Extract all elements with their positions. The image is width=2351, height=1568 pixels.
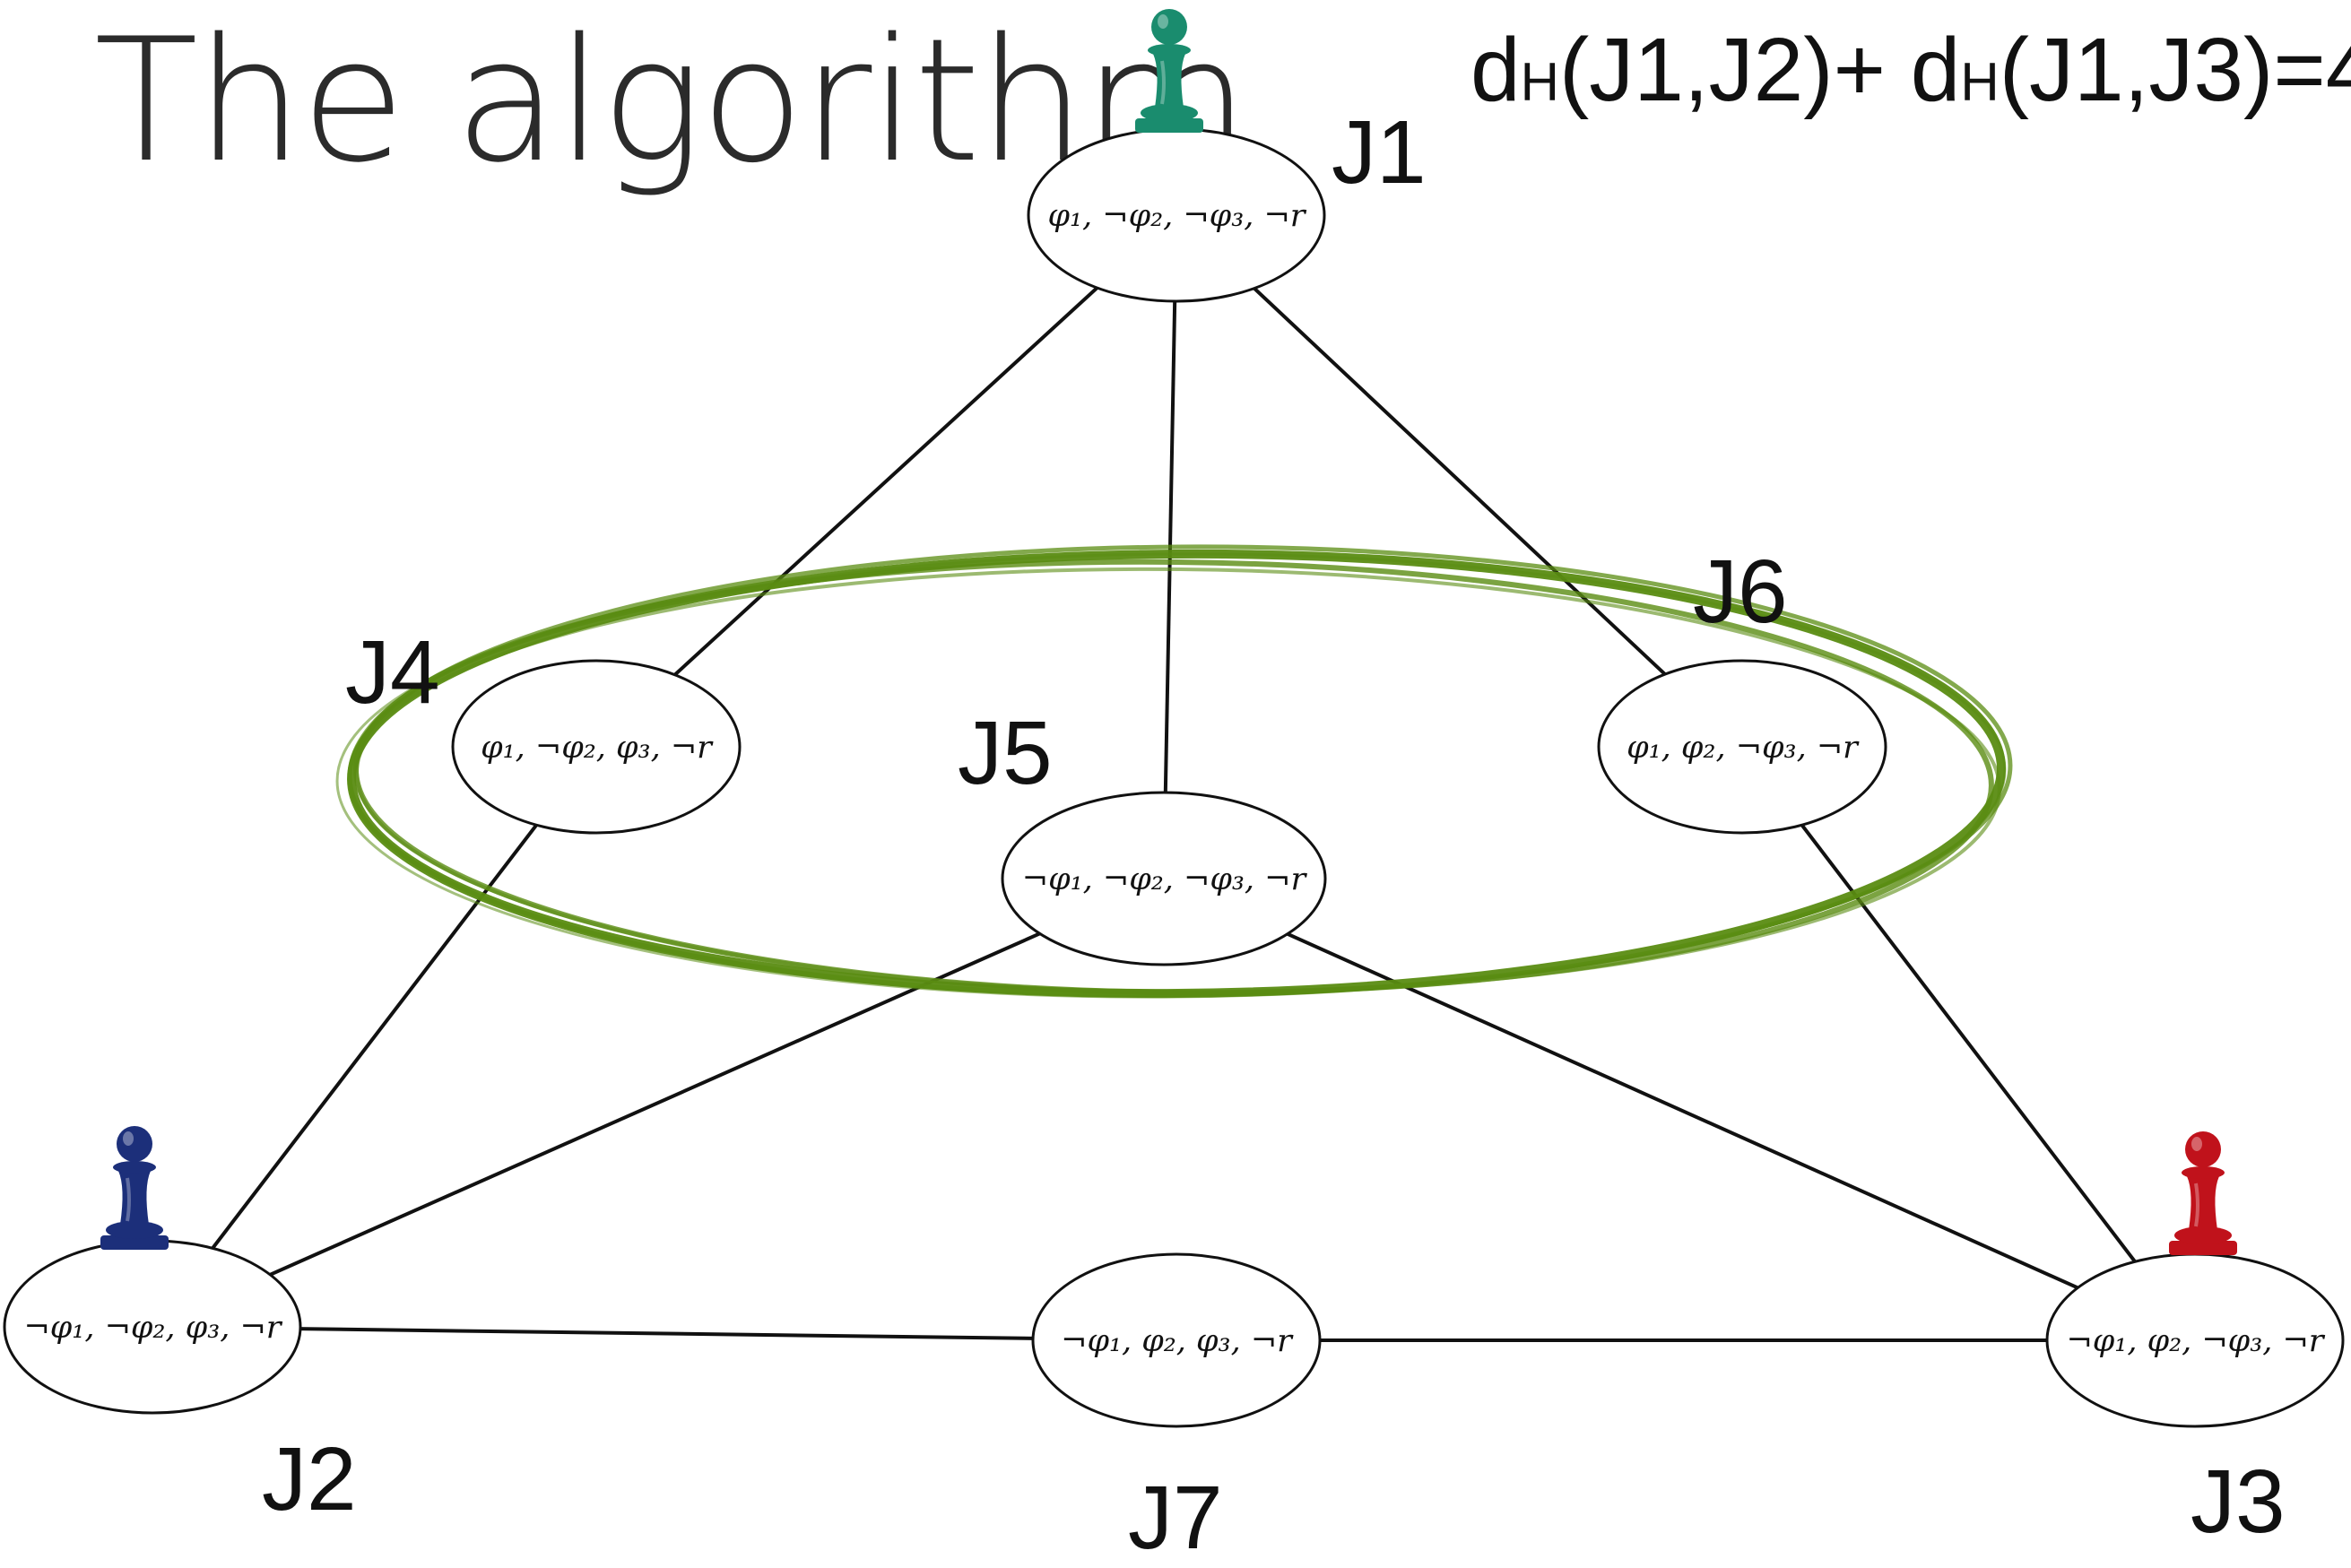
node-label-j2: J2 xyxy=(262,1434,357,1524)
node-content-j4: φ₁, ¬φ₂, φ₃, ¬r xyxy=(481,730,714,766)
pawn-icon xyxy=(100,1126,169,1250)
node-label-j3: J3 xyxy=(2191,1457,2286,1546)
node-content-j1: φ₁, ¬φ₂, ¬φ₃, ¬r xyxy=(1047,198,1306,234)
node-content-j3: ¬φ₁, φ₂, ¬φ₃, ¬r xyxy=(2066,1323,2325,1359)
node-label-j4: J4 xyxy=(345,628,440,717)
node-label-j7: J7 xyxy=(1128,1473,1223,1563)
pawn-icon xyxy=(1135,9,1203,133)
node-j5: ¬φ₁, ¬φ₂, ¬φ₃, ¬r xyxy=(1002,793,1325,965)
node-j2: ¬φ₁, ¬φ₂, φ₃, ¬r xyxy=(4,1241,300,1413)
node-j1: φ₁, ¬φ₂, ¬φ₃, ¬r xyxy=(1028,129,1324,301)
node-label-j1: J1 xyxy=(1332,108,1427,197)
node-j7: ¬φ₁, φ₂, φ₃, ¬r xyxy=(1033,1254,1320,1426)
node-content-j6: φ₁, φ₂, ¬φ₃, ¬r xyxy=(1627,730,1860,766)
node-content-j5: ¬φ₁, ¬φ₂, ¬φ₃, ¬r xyxy=(1022,862,1308,897)
node-j4: φ₁, ¬φ₂, φ₃, ¬r xyxy=(453,661,740,833)
edge-j1-j4 xyxy=(596,215,1176,747)
edges-layer xyxy=(152,215,2195,1340)
node-j3: ¬φ₁, φ₂, ¬φ₃, ¬r xyxy=(2047,1254,2343,1426)
node-label-j5: J5 xyxy=(958,708,1053,798)
node-label-j6: J6 xyxy=(1693,547,1788,637)
edge-j2-j7 xyxy=(152,1327,1176,1340)
node-content-j2: ¬φ₁, ¬φ₂, φ₃, ¬r xyxy=(23,1310,282,1346)
edge-j1-j6 xyxy=(1176,215,1742,747)
node-content-j7: ¬φ₁, φ₂, φ₃, ¬r xyxy=(1061,1323,1294,1359)
pawn-icon xyxy=(2169,1131,2237,1255)
node-j6: φ₁, φ₂, ¬φ₃, ¬r xyxy=(1599,661,1886,833)
